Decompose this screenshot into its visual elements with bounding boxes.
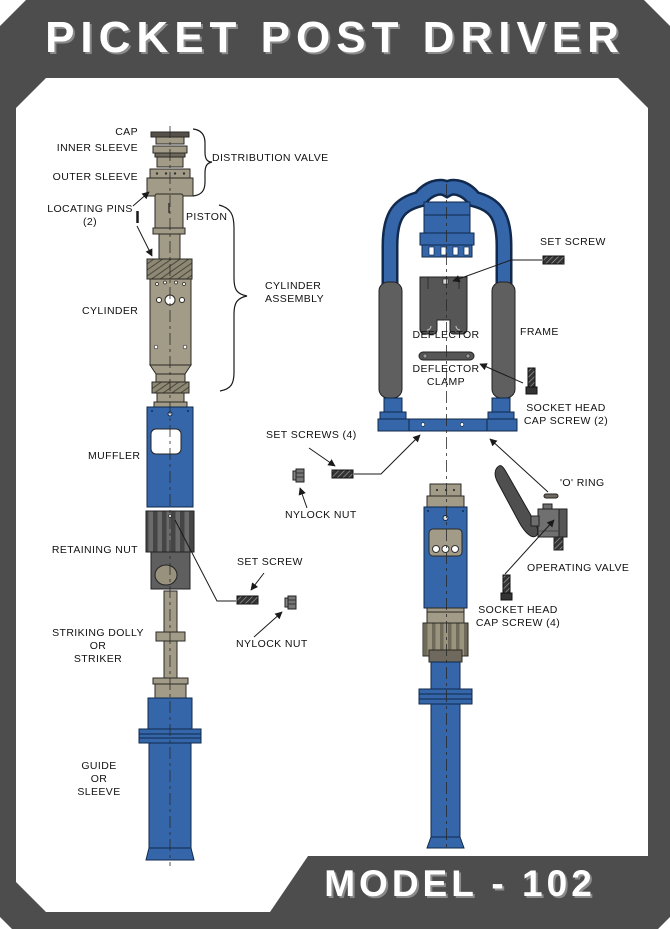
label-deflector-clamp: DEFLECTOR CLAMP	[412, 363, 480, 388]
set-screws-4-icon	[331, 469, 354, 479]
grip-left	[378, 281, 403, 399]
label-guide-sleeve: GUIDE OR SLEEVE	[77, 760, 121, 798]
page-title: PICKET POST DRIVER	[45, 13, 625, 62]
deflector-part	[419, 276, 468, 335]
label-piston: PISTON	[186, 211, 228, 223]
label-muffler: MUFFLER	[88, 450, 141, 462]
label-deflector: DEFLECTOR	[412, 329, 480, 341]
piston-part	[152, 193, 186, 261]
grip-right	[491, 281, 516, 399]
label-outer-sleeve: OUTER SLEEVE	[52, 171, 138, 183]
label-distribution-valve: DISTRIBUTION VALVE	[212, 152, 329, 164]
nylock-nut-icon-mid	[292, 468, 305, 483]
socket-head-cap-screw-2-icon	[525, 367, 538, 395]
label-o-ring: 'O' RING	[560, 477, 605, 489]
label-set-screw-left: SET SCREW	[237, 556, 303, 568]
set-screw-icon-right	[542, 255, 565, 265]
label-set-screws-4: SET SCREWS (4)	[266, 429, 357, 441]
label-striking-dolly: STRIKING DOLLY OR STRIKER	[52, 627, 144, 665]
model-label: MODEL - 102	[324, 863, 596, 904]
frame-base-part	[377, 397, 518, 432]
retaining-nut-part	[145, 510, 195, 590]
label-locating-pins: LOCATING PINS (2)	[47, 203, 133, 228]
content-area	[16, 78, 648, 912]
label-nylock-nut-left: NYLOCK NUT	[236, 638, 308, 650]
label-frame: FRAME	[520, 326, 559, 338]
leader-lines	[132, 191, 555, 638]
set-screw-icon-left	[236, 595, 259, 605]
label-inner-sleeve: INNER SLEEVE	[56, 142, 138, 154]
label-cylinder: CYLINDER	[82, 305, 139, 317]
cylinder-part	[146, 258, 193, 408]
nylock-nut-icon-left	[284, 595, 297, 610]
label-cylinder-assembly: CYLINDER ASSEMBLY	[265, 280, 325, 305]
o-ring-icon	[543, 493, 559, 499]
label-nylock-nut-mid: NYLOCK NUT	[285, 509, 357, 521]
driver-body-part	[418, 483, 473, 849]
handle-frame-part	[381, 178, 513, 314]
label-socket-head-cap-screw-4: SOCKET HEAD CAP SCREW (4)	[475, 604, 561, 629]
striking-dolly-part	[152, 590, 189, 699]
top-cap-part	[419, 201, 475, 258]
socket-head-cap-screw-4-icon	[500, 574, 513, 601]
model-banner: MODEL - 102	[270, 856, 650, 912]
label-socket-head-cap-screw-2: SOCKET HEAD CAP SCREW (2)	[523, 402, 609, 427]
label-retaining-nut: RETAINING NUT	[51, 544, 138, 556]
label-operating-valve: OPERATING VALVE	[527, 562, 630, 574]
label-set-screw-right: SET SCREW	[540, 236, 606, 248]
distribution-valve-brace	[192, 128, 213, 197]
lever-part	[494, 465, 539, 538]
label-cap: CAP	[115, 126, 138, 138]
cylinder-assembly-brace	[218, 204, 248, 392]
